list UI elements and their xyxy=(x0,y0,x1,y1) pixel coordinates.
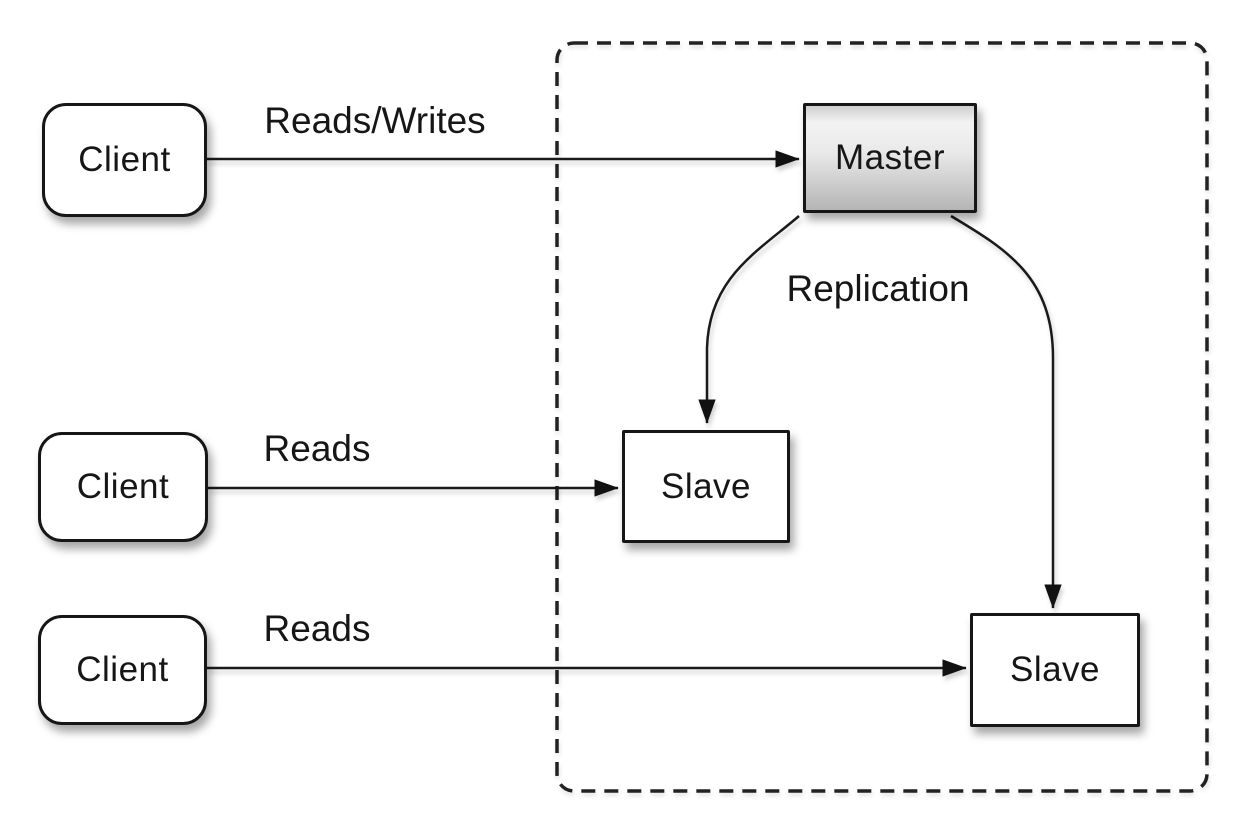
arrow-master-to-slave2 xyxy=(950,214,1062,609)
edge-label-reads-bottom: Reads xyxy=(263,608,371,649)
edge-label-reads-writes: Reads/Writes xyxy=(264,100,486,141)
node-client-3: Client xyxy=(38,615,207,725)
node-master: Master xyxy=(803,103,977,213)
node-client-3-label: Client xyxy=(76,650,169,689)
node-slave-1: Slave xyxy=(622,430,790,543)
node-slave-2-label: Slave xyxy=(1009,650,1101,689)
cluster-boundary xyxy=(555,41,1209,793)
node-client-2: Client xyxy=(38,432,208,542)
node-client-2-label: Client xyxy=(76,467,170,506)
edge-label-replication: Replication xyxy=(786,268,970,309)
node-slave-1-label: Slave xyxy=(660,466,752,506)
node-slave-2: Slave xyxy=(970,613,1140,727)
arrow-master-to-slave1 xyxy=(698,215,800,424)
node-master-label: Master xyxy=(835,138,945,177)
edge-label-reads-middle: Reads xyxy=(263,428,371,469)
node-client-1: Client xyxy=(42,103,207,217)
node-client-1-label: Client xyxy=(78,140,171,179)
